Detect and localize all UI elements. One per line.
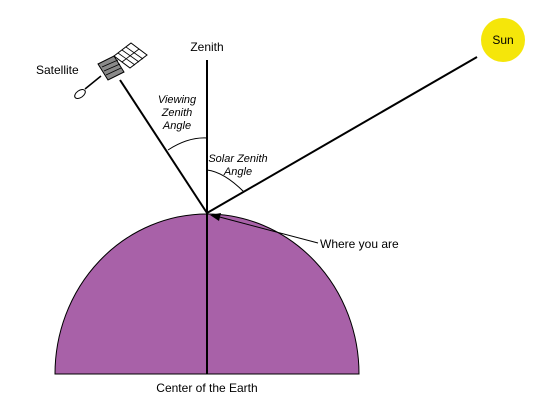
satellite-view-line <box>119 79 208 214</box>
solar-zenith-angle-arc <box>206 169 245 193</box>
satellite-label: Satellite <box>36 63 79 77</box>
solar-zenith-angle-label-line1: Solar Zenith <box>208 153 267 165</box>
satellite-icon <box>74 42 148 99</box>
solar-zenith-angle-label-line2: Angle <box>223 166 252 178</box>
sun-ray-line <box>206 56 478 214</box>
viewing-zenith-angle-label-line3: Angle <box>162 120 191 132</box>
where-you-are-label: Where you are <box>320 237 399 251</box>
sun-label: Sun <box>492 33 513 47</box>
where-you-are-pointer <box>211 214 319 244</box>
sun-icon <box>481 18 525 62</box>
viewing-zenith-angle-label-line1: Viewing <box>158 94 197 106</box>
zenith-label: Zenith <box>190 40 223 54</box>
center-of-earth-label: Center of the Earth <box>156 381 257 395</box>
viewing-zenith-angle-arc <box>167 137 208 151</box>
where-you-are-arrowhead <box>210 213 221 221</box>
viewing-zenith-angle-label-line2: Zenith <box>161 107 193 119</box>
